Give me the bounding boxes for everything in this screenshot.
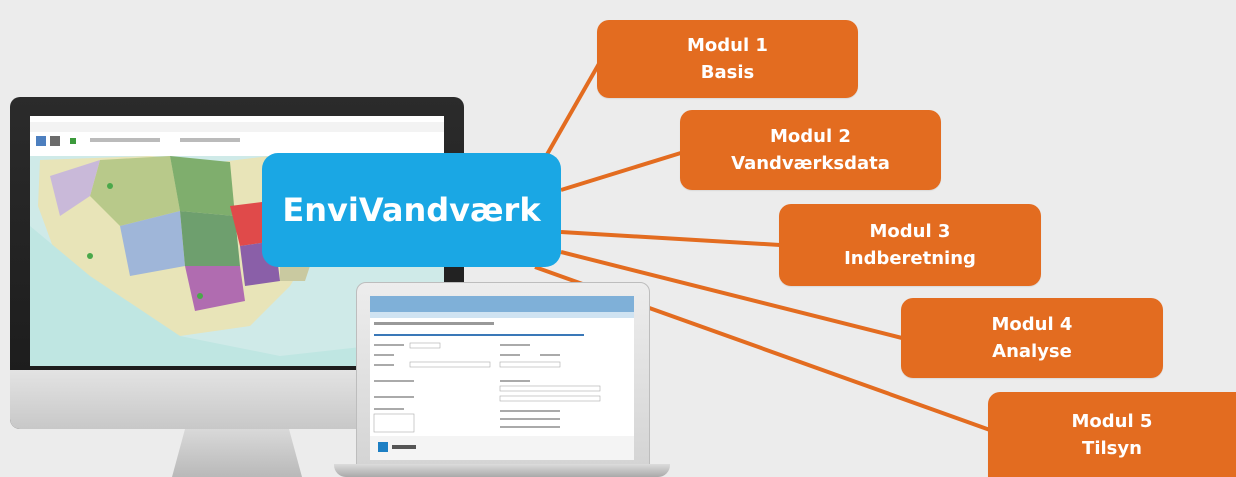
connector-modul-1 xyxy=(543,61,602,159)
module-4-subtitle: Analyse xyxy=(992,341,1072,362)
module-1-subtitle: Basis xyxy=(700,62,755,83)
module-1-box: Modul 1 Basis xyxy=(597,20,858,98)
connector-modul-4 xyxy=(560,250,903,340)
hub-label: EnviVandværk xyxy=(282,191,541,229)
envivandvaerk-hub: EnviVandværk xyxy=(262,153,561,267)
module-2-subtitle: Vandværksdata xyxy=(731,153,890,174)
module-1-title: Modul 1 xyxy=(687,35,768,56)
form-application-screenshot xyxy=(370,296,634,460)
module-3-title: Modul 3 xyxy=(869,221,951,242)
module-4-title: Modul 4 xyxy=(991,314,1073,335)
module-2-box: Modul 2 Vandværksdata xyxy=(680,110,941,190)
laptop-base xyxy=(334,464,670,477)
module-3-subtitle: Indberetning xyxy=(844,248,976,269)
monitor-stand xyxy=(172,429,302,477)
connector-modul-3 xyxy=(560,230,781,247)
module-5-title: Modul 5 xyxy=(1071,410,1153,432)
module-4-box: Modul 4 Analyse xyxy=(901,298,1163,378)
module-3-box: Modul 3 Indberetning xyxy=(779,204,1041,286)
connector-modul-2 xyxy=(560,150,685,192)
module-5-box: Modul 5 Tilsyn xyxy=(988,392,1236,477)
module-5-subtitle: Tilsyn xyxy=(1082,437,1142,459)
module-2-title: Modul 2 xyxy=(770,126,851,147)
